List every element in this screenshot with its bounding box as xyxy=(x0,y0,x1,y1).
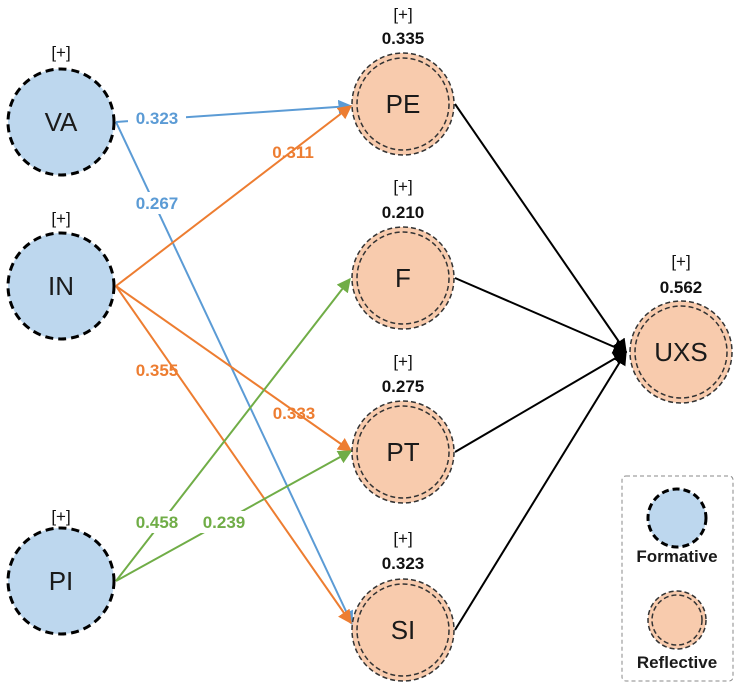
legend-reflective-swatch xyxy=(647,590,707,650)
in-plus: [+] xyxy=(51,209,70,228)
node-pi: [+] PI xyxy=(6,507,116,636)
si-r2: 0.323 xyxy=(382,554,425,573)
f-plus: [+] xyxy=(393,177,412,196)
si-label: SI xyxy=(391,615,416,645)
path-f-uxs xyxy=(454,277,628,354)
coef-va-si: 0.267 xyxy=(136,194,179,213)
node-uxs: [+] 0.562 UXS xyxy=(629,252,733,404)
f-r2: 0.210 xyxy=(382,203,425,222)
pe-r2: 0.335 xyxy=(382,29,425,48)
coef-in-pe: 0.311 xyxy=(272,143,314,162)
path-in-pe xyxy=(115,105,353,287)
node-f: [+] 0.210 F xyxy=(351,177,455,330)
uxs-label: UXS xyxy=(654,337,707,367)
pt-r2: 0.275 xyxy=(382,377,425,396)
path-si-uxs xyxy=(454,350,627,631)
va-label: VA xyxy=(45,107,78,137)
node-pt: [+] 0.275 PT xyxy=(351,352,455,504)
legend-formative-label: Formative xyxy=(636,547,717,566)
path-coefficients: 0.323 0.311 0.267 0.355 0.333 0.458 0.23… xyxy=(128,107,315,533)
path-pe-uxs xyxy=(454,103,627,354)
legend: Formative Reflective xyxy=(621,475,734,682)
legend-formative-swatch xyxy=(646,487,708,549)
path-pi-f xyxy=(115,277,351,582)
pi-label: PI xyxy=(49,566,74,596)
pi-plus: [+] xyxy=(51,507,70,526)
si-plus: [+] xyxy=(393,529,412,548)
node-va: [+] VA xyxy=(6,43,116,177)
coef-in-si: 0.355 xyxy=(136,361,179,380)
coef-va-pe: 0.323 xyxy=(136,109,179,128)
legend-reflective-label: Reflective xyxy=(637,653,717,672)
uxs-r2: 0.562 xyxy=(660,278,703,297)
coef-pi-f: 0.458 xyxy=(136,513,179,532)
coef-in-pt: 0.333 xyxy=(273,404,316,423)
pt-plus: [+] xyxy=(393,352,412,371)
path-in-si xyxy=(115,285,352,625)
path-pt-uxs xyxy=(454,351,628,453)
node-si: [+] 0.323 SI xyxy=(351,529,455,682)
in-label: IN xyxy=(48,271,74,301)
va-plus: [+] xyxy=(51,43,70,62)
path-arrows xyxy=(115,99,628,631)
uxs-plus: [+] xyxy=(671,252,690,271)
pe-plus: [+] xyxy=(393,5,412,24)
pt-label: PT xyxy=(386,437,419,467)
pe-label: PE xyxy=(386,89,421,119)
node-pe: [+] 0.335 PE xyxy=(351,5,455,156)
f-label: F xyxy=(395,263,411,293)
path-in-pt xyxy=(115,285,353,452)
coef-pi-pt: 0.239 xyxy=(203,513,246,532)
node-in: [+] IN xyxy=(6,209,116,341)
